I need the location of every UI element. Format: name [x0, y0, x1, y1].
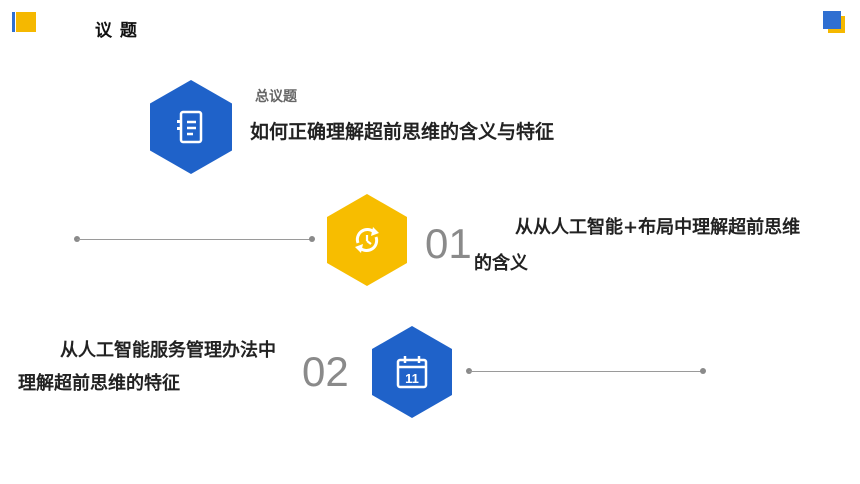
calendar-day: 11 — [405, 371, 419, 386]
connector-line — [469, 371, 703, 372]
corner-decoration-blue-right — [823, 11, 841, 29]
connector-dot — [700, 368, 706, 374]
item2-text-line1: 从人工智能服务管理办法中 — [60, 340, 276, 361]
topic-title: 如何正确理解超前思维的含义与特征 — [250, 121, 555, 143]
connector-line — [77, 239, 311, 240]
connector-dot — [309, 236, 315, 242]
corner-decoration-blue-bar — [12, 12, 15, 32]
corner-decoration-yellow — [16, 12, 36, 32]
topic-subtitle: 总议题 — [255, 89, 297, 105]
document-icon — [177, 110, 203, 144]
item1-text-line1: 从从人工智能+布局中理解超前思维 — [515, 217, 801, 238]
item1-number: 01 — [425, 220, 472, 267]
item2-number: 02 — [302, 348, 349, 395]
item1-text-line2: 的含义 — [474, 253, 528, 274]
refresh-icon — [355, 227, 379, 253]
calendar-icon: 11 — [396, 356, 428, 389]
page-title: 议 题 — [95, 21, 138, 41]
item2-text-line2: 理解超前思维的特征 — [18, 373, 180, 394]
item2-hexagon — [372, 326, 452, 418]
